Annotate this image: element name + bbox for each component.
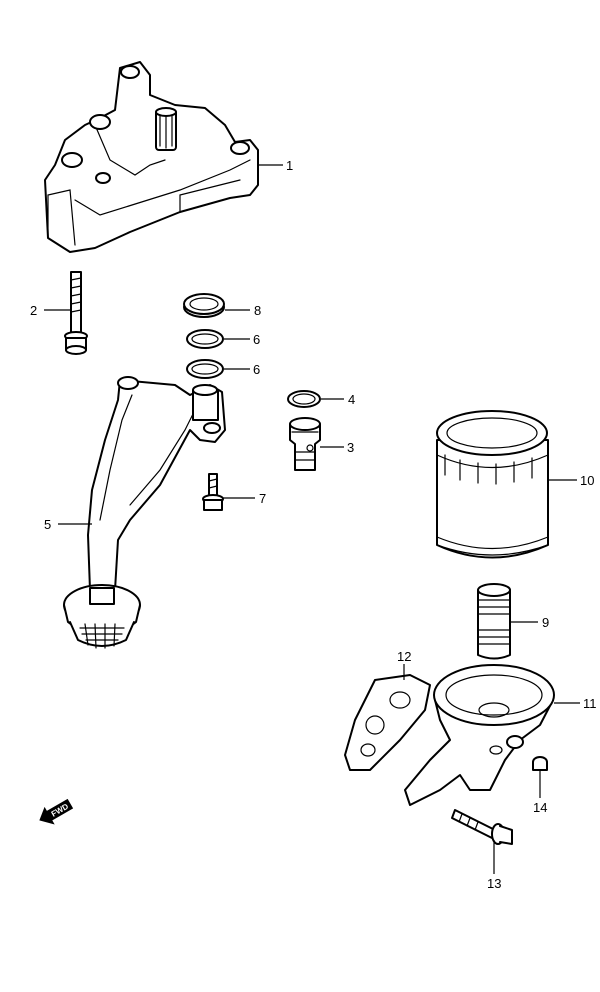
callout-12: 12 (397, 649, 411, 664)
callout-11: 11 (583, 696, 597, 711)
callout-1: 1 (286, 158, 293, 173)
oil-filter (436, 410, 549, 559)
plug (532, 756, 548, 771)
callout-9: 9 (542, 615, 549, 630)
callout-7: 7 (259, 491, 266, 506)
callout-13: 13 (487, 876, 501, 891)
callout-4: 4 (348, 392, 355, 407)
threaded-nipple (477, 583, 511, 660)
washer-4 (287, 390, 321, 408)
callout-3: 3 (347, 440, 354, 455)
bolt-long (64, 271, 88, 355)
callout-labels: 1 2 3 4 5 6 6 7 8 9 10 11 12 13 14 (30, 158, 597, 891)
o-ring-6-upper (186, 329, 224, 349)
callout-6-lower: 6 (253, 362, 260, 377)
bolt-flange (451, 809, 513, 845)
gasket (344, 674, 431, 771)
callout-5: 5 (44, 517, 51, 532)
leader-lines (44, 164, 580, 874)
oil-pump-housing (44, 61, 259, 253)
union-fitting-3 (289, 417, 321, 471)
fwd-direction-badge: FWD (39, 798, 74, 825)
fwd-arrow-icon (39, 798, 74, 825)
bolt-short (202, 473, 224, 511)
oil-strainer-tube (63, 376, 226, 649)
o-ring-6-lower (186, 359, 224, 379)
oil-filter-stand (404, 664, 555, 806)
callout-8: 8 (254, 303, 261, 318)
callout-6-upper: 6 (253, 332, 260, 347)
callout-14: 14 (533, 800, 547, 815)
callout-10: 10 (580, 473, 594, 488)
callout-2: 2 (30, 303, 37, 318)
o-ring-8 (183, 293, 225, 318)
